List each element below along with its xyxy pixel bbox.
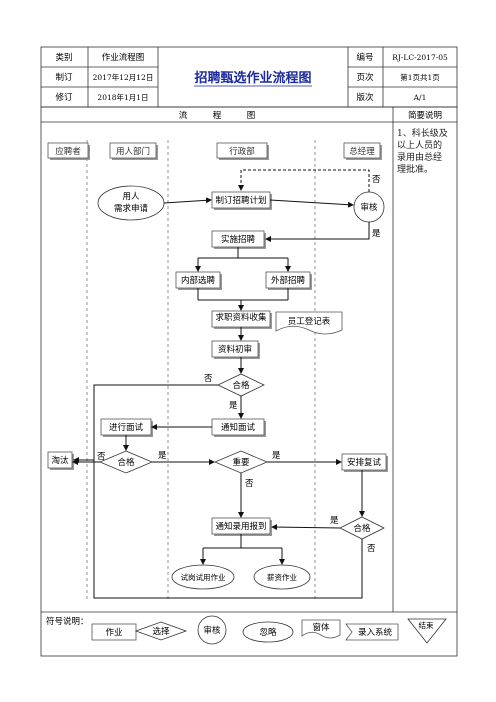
note-line-2: 以上人员的: [397, 139, 442, 151]
node-pass-2: 合格: [98, 450, 154, 474]
revised-value: 2018年1月1日: [97, 92, 148, 102]
legend-label: 符号说明：: [46, 616, 89, 627]
made-value: 2017年12月12日: [93, 72, 154, 82]
svg-text:审核: 审核: [203, 625, 221, 636]
document-title: 招聘甄选作业流程图: [194, 70, 311, 86]
node-interview: 进行面试: [100, 418, 153, 437]
node-internal: 内部选聘: [175, 271, 222, 290]
made-label: 制订: [55, 72, 73, 83]
svg-text:窗体: 窗体: [312, 622, 330, 633]
svg-text:制订招聘计划: 制订招聘计划: [215, 195, 266, 206]
node-screen: 资料初审: [211, 340, 260, 359]
svg-text:资料初审: 资料初审: [218, 344, 252, 355]
svg-text:需求申请: 需求申请: [114, 203, 149, 214]
node-important: 重要: [213, 450, 269, 474]
node-pass-1: 合格: [217, 373, 265, 397]
code-value: RJ-LC-2017-05: [392, 53, 448, 62]
node-reject: 淘汰: [47, 451, 74, 470]
connectors: [72, 169, 370, 599]
legend-choice: 选择: [134, 621, 188, 641]
category-label: 类别: [55, 52, 72, 63]
category-value: 作业流程图: [102, 52, 145, 63]
edge-label-important-no: 否: [245, 479, 254, 489]
svg-text:通知录用报到: 通知录用报到: [215, 521, 266, 532]
version-label: 版次: [356, 92, 374, 103]
node-pass-3: 合格: [339, 516, 385, 540]
svg-text:进行面试: 进行面试: [109, 422, 144, 433]
code-label: 编号: [356, 52, 373, 63]
page-value: 第1页共1页: [400, 72, 440, 82]
legend-review: 审核: [197, 615, 227, 645]
node-implement: 实施招聘: [211, 230, 266, 249]
revised-label: 修订: [55, 92, 73, 103]
node-trial: 试岗试用作业: [171, 564, 235, 590]
note-line-4: 理批准。: [397, 163, 433, 175]
edge-label-review-yes: 是: [372, 229, 381, 239]
svg-text:合格: 合格: [117, 457, 135, 468]
edge-label-pass3-yes: 是: [330, 516, 339, 526]
edge-label-review-no: 否: [372, 175, 381, 185]
svg-text:淘汰: 淘汰: [51, 455, 69, 466]
edge-label-pass2-no: 否: [97, 452, 106, 462]
node-collect: 求职资料收集: [211, 310, 272, 329]
edge-label-important-yes: 是: [272, 451, 281, 461]
svg-text:行政部: 行政部: [229, 146, 255, 157]
lane-header-gm: 总经理: [343, 142, 382, 160]
node-onboard: 通知录用报到: [211, 517, 272, 536]
node-second-interview: 安排复试: [341, 453, 388, 472]
svg-text:员工登记表: 员工登记表: [288, 316, 331, 327]
page-label: 页次: [356, 72, 374, 83]
svg-text:重要: 重要: [232, 457, 250, 468]
node-salary: 薪资作业: [253, 564, 311, 590]
version-value: A/1: [413, 93, 427, 102]
svg-text:录入系统: 录入系统: [358, 627, 393, 638]
edge-label-pass1-no: 否: [204, 374, 213, 384]
node-plan: 制订招聘计划: [211, 191, 272, 210]
lane-header-dept: 用人部门: [109, 142, 158, 160]
svg-text:试岗试用作业: 试岗试用作业: [181, 572, 226, 582]
svg-text:薪资作业: 薪资作业: [267, 572, 297, 582]
svg-text:作业: 作业: [105, 627, 122, 638]
edge-label-pass2-yes: 是: [158, 451, 167, 461]
svg-text:实施招聘: 实施招聘: [221, 234, 256, 245]
svg-text:合格: 合格: [232, 380, 250, 391]
node-notify: 通知面试: [211, 418, 266, 437]
node-review: 审核: [353, 191, 385, 223]
svg-text:应聘者: 应聘者: [55, 146, 81, 157]
lane-header-admin: 行政部: [216, 142, 269, 160]
legend-ignore: 忽略: [242, 621, 294, 643]
legend-end: 结束: [407, 618, 447, 644]
svg-text:总经理: 总经理: [349, 146, 375, 157]
note-line-3: 录用由总经: [397, 151, 442, 163]
lane-dividers: [86, 140, 316, 600]
svg-text:用人部门: 用人部门: [116, 146, 150, 157]
legend-entry: 录入系统: [345, 623, 399, 641]
lane-header-applicant: 应聘者: [47, 142, 90, 160]
svg-text:审核: 审核: [360, 202, 378, 213]
notes-column-header: 简要说明: [408, 110, 442, 121]
svg-text:结束: 结束: [419, 620, 434, 630]
svg-text:忽略: 忽略: [259, 627, 277, 638]
svg-text:选择: 选择: [152, 626, 170, 637]
svg-text:安排复试: 安排复试: [347, 457, 382, 468]
svg-text:内部选聘: 内部选聘: [181, 275, 216, 286]
edge-label-pass3-no: 否: [367, 544, 376, 554]
svg-text:通知面试: 通知面试: [221, 422, 256, 433]
svg-text:外部招聘: 外部招聘: [271, 275, 306, 286]
body-frame: [40, 106, 458, 657]
flow-column-header: 流 程 图: [179, 110, 256, 121]
legend-task: 作业: [91, 623, 137, 641]
node-register-form: 员工登记表: [275, 311, 343, 335]
svg-text:用人: 用人: [122, 192, 140, 202]
svg-text:求职资料收集: 求职资料收集: [215, 312, 267, 323]
note-line-1: 1、科长级及: [397, 127, 448, 139]
legend-form: 窗体: [301, 619, 341, 639]
svg-text:合格: 合格: [353, 523, 371, 534]
node-external: 外部招聘: [265, 271, 312, 290]
node-need-request: 用人 需求申请: [97, 185, 165, 221]
edge-label-pass1-yes: 是: [229, 401, 238, 411]
